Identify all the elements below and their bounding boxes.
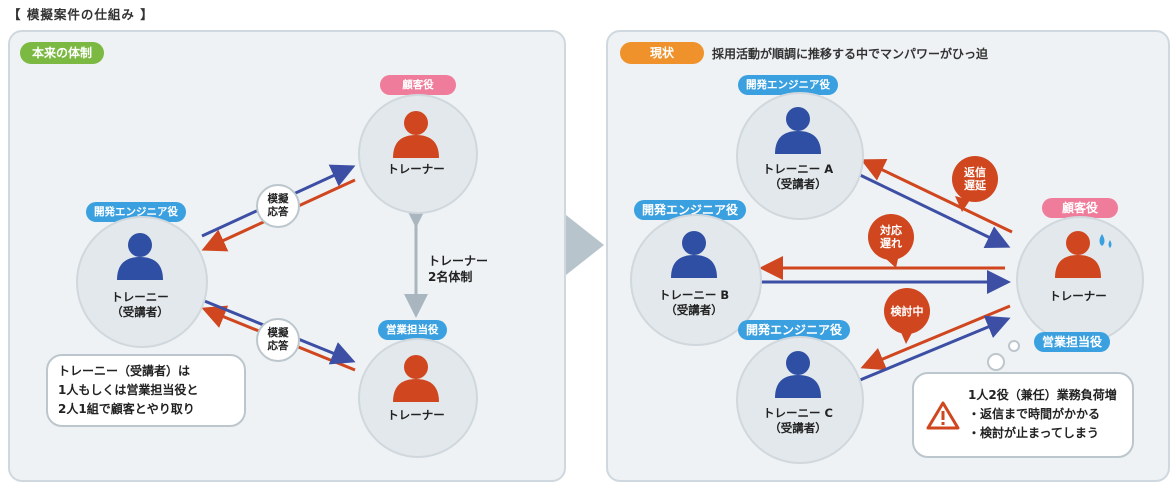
client-role-badge: 顧客役: [380, 75, 456, 95]
reviewing-label: 検討中: [890, 304, 924, 318]
thought-dot-large: [987, 353, 1005, 371]
late-response-line2: 遅れ: [880, 237, 902, 250]
dev-role-badge: 開発エンジニア役: [86, 202, 186, 222]
client-role-badge-right: 顧客役: [1042, 198, 1118, 218]
late-response-line1: 対応: [880, 224, 902, 237]
warning-icon: [926, 401, 960, 430]
left-note: トレーニー（受講者）は 1人もしくは営業担当役と 2人1組で顧客とやり取り: [46, 354, 246, 427]
two-trainer-label: トレーナー 2名体制: [428, 253, 488, 285]
two-trainer-line2: 2名体制: [428, 270, 473, 284]
trainee-a-name: トレーニー A: [762, 162, 834, 176]
arrow-a-to-client: [859, 173, 1011, 248]
right-panel-header-text: 採用活動が順調に推移する中でマンパワーがひっ迫: [712, 47, 989, 61]
trainee-c-sub: （受講者）: [769, 421, 827, 435]
mock-qa-top-line1: 模擬: [267, 193, 289, 205]
trainee-b-sub: （受講者）: [665, 303, 723, 317]
trainer-right-name: トレーナー: [1049, 289, 1107, 303]
trainee-c-name: トレーニー C: [763, 406, 833, 420]
left-note-line3: 2人1組で顧客とやり取り: [58, 402, 195, 416]
mock-qa-top-line2: 応答: [267, 206, 289, 218]
warning-note: 1人2役（兼任）業務負荷増 ・返信まで時間がかかる ・検討が止まってしまう: [912, 372, 1134, 458]
trainer-bottom-name: トレーナー: [387, 408, 445, 422]
dev-role-badge-a: 開発エンジニア役: [738, 75, 838, 95]
mock-qa-top: 模擬応答: [256, 184, 300, 228]
delay-reply-line2: 遅延: [964, 179, 986, 192]
two-trainer-line1: トレーナー: [428, 254, 489, 268]
trainer-top-icon: [393, 111, 439, 158]
trainer-right-icon: [1055, 231, 1112, 278]
delay-reply-bubble: 返信遅延: [952, 156, 998, 202]
left-note-line1: トレーニー（受講者）は: [58, 364, 191, 378]
transition-chevron: [566, 215, 604, 275]
mock-qa-bottom-line2: 応答: [267, 340, 289, 352]
warning-line1: 1人2役（兼任）業務負荷増: [968, 388, 1117, 402]
dev-role-badge-b: 開発エンジニア役: [634, 200, 747, 220]
trainer-right-circle: [1016, 216, 1144, 344]
trainee-b-icon: [671, 231, 717, 278]
delay-reply-line1: 返信: [964, 166, 986, 179]
sweat-drop-icon: [1099, 234, 1105, 246]
dev-role-badge-c: 開発エンジニア役: [738, 320, 851, 340]
left-note-line2: 1人もしくは営業担当役と: [58, 383, 199, 397]
trainee-b-name: トレーニー B: [658, 288, 730, 302]
reviewing-bubble: 検討中: [884, 288, 930, 334]
trainer-top-name: トレーナー: [387, 162, 445, 176]
trainee-name: トレーニー: [111, 290, 169, 304]
trainee-icon: [117, 233, 163, 280]
trainee-sub: （受講者）: [111, 305, 169, 319]
sales-role-badge-right: 営業担当役: [1034, 332, 1111, 352]
thought-dot-small: [1008, 340, 1020, 352]
arrow-c-to-client: [859, 315, 1011, 382]
trainee-c-icon: [775, 351, 821, 398]
warning-line3: ・検討が止まってしまう: [968, 426, 1099, 440]
trainee-a-sub: （受講者）: [769, 177, 827, 191]
warning-line2: ・返信まで時間がかかる: [968, 407, 1101, 421]
mock-qa-bottom-line1: 模擬: [267, 327, 289, 339]
trainee-a-icon: [775, 107, 821, 154]
trainer-bottom-icon: [393, 355, 439, 402]
mock-qa-bottom: 模擬応答: [256, 318, 300, 362]
right-panel-header: 現状: [620, 42, 704, 64]
page-title: 【 模擬案件の仕組み 】: [8, 7, 154, 22]
left-panel-header: 本来の体制: [20, 42, 104, 64]
late-response-bubble: 対応遅れ: [868, 214, 914, 260]
sales-role-badge: 営業担当役: [378, 320, 447, 340]
arrow-client-to-a: [860, 158, 1013, 234]
